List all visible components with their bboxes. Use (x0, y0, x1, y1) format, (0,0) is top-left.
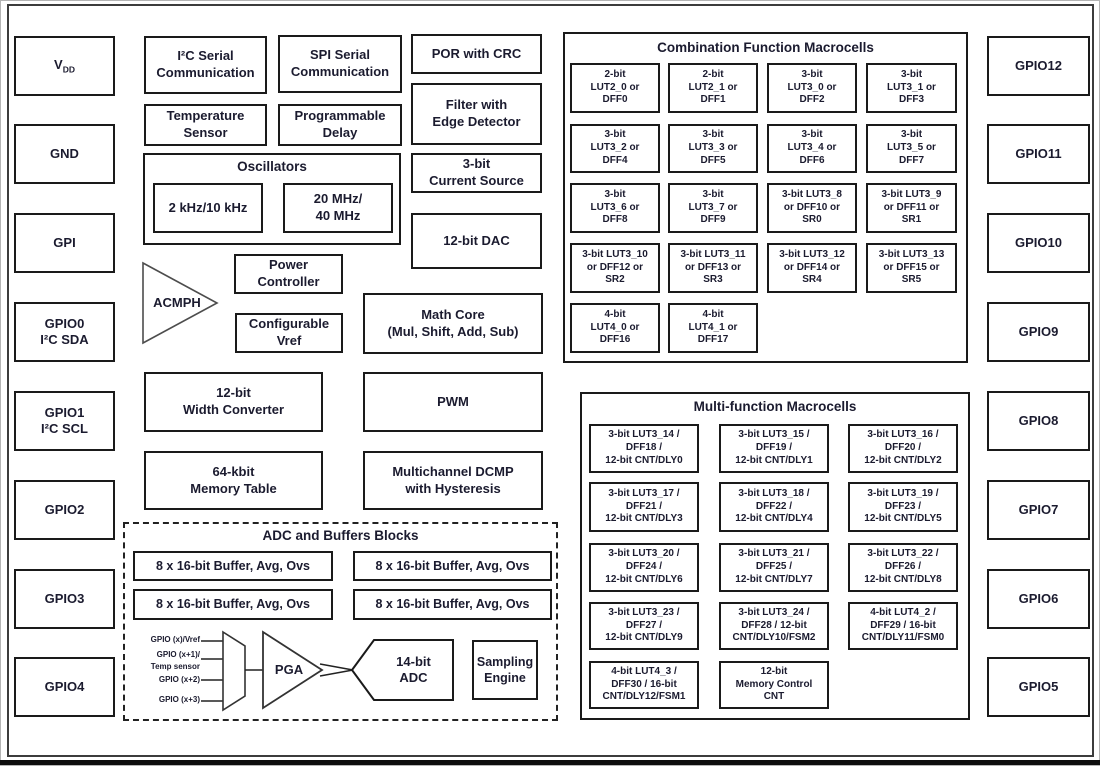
pin-gpio12: GPIO12 (987, 36, 1090, 96)
multi-cell: 3-bit LUT3_15 / DFF19 / 12-bit CNT/DLY1 (719, 424, 829, 473)
block-filter-edge-detector: Filter with Edge Detector (411, 83, 542, 145)
pin-gpi: GPI (14, 213, 115, 273)
pin-vdd-label: V (54, 56, 63, 72)
block-width-converter: 12-bit Width Converter (144, 372, 323, 432)
adc-input-label-x2: GPIO (x+2) (158, 675, 200, 684)
block-configurable-vref: Configurable Vref (235, 313, 343, 353)
acmph-label: ACMPH (153, 295, 201, 310)
comb-cell: 3-bit LUT3_12 or DFF14 or SR4 (767, 243, 857, 293)
pin-gnd: GND (14, 124, 115, 184)
oscillators-title: Oscillators (237, 159, 307, 174)
pin-gpio6: GPIO6 (987, 569, 1090, 629)
diagram-frame (7, 4, 1094, 757)
adc-input-label-x1: GPIO (x+1)/ (156, 650, 200, 659)
block-temperature-sensor: Temperature Sensor (144, 104, 267, 146)
block-programmable-delay: Programmable Delay (278, 104, 402, 146)
block-multichannel-dcmp: Multichannel DCMP with Hysteresis (363, 451, 543, 510)
block-sampling-engine: Sampling Engine (472, 640, 538, 700)
pin-vdd-subscript: DD (62, 64, 75, 75)
pin-gpio4: GPIO4 (14, 657, 115, 717)
pin-gpio10: GPIO10 (987, 213, 1090, 273)
adc-input-label-vref: GPIO (x)/Vref (150, 635, 200, 644)
comb-cell: 3-bit LUT3_4 or DFF6 (767, 124, 857, 173)
multi-cell: 3-bit LUT3_22 / DFF26 / 12-bit CNT/DLY8 (848, 543, 958, 592)
multi-cell: 3-bit LUT3_24 / DFF28 / 12-bit CNT/DLY10… (719, 602, 829, 650)
comb-cell: 3-bit LUT3_10 or DFF12 or SR2 (570, 243, 660, 293)
block-osc-low: 2 kHz/10 kHz (153, 183, 263, 233)
adc-buffers-title: ADC and Buffers Blocks (262, 528, 419, 543)
multi-cell: 3-bit LUT3_14 / DFF18 / 12-bit CNT/DLY0 (589, 424, 699, 473)
pga-label: PGA (274, 662, 304, 677)
pin-gpio9: GPIO9 (987, 302, 1090, 362)
comb-cell: 3-bit LUT3_8 or DFF10 or SR0 (767, 183, 857, 233)
adc-input-label-tempsensor: Temp sensor (150, 662, 200, 671)
comb-cell: 3-bit LUT3_9 or DFF11 or SR1 (866, 183, 957, 233)
block-i2c-serial: I²C Serial Communication (144, 36, 267, 94)
adc-core-label: 14-bit ADC (396, 654, 431, 686)
multi-macrocells-title: Multi-function Macrocells (693, 399, 857, 414)
multi-cell: 3-bit LUT3_18 / DFF22 / 12-bit CNT/DLY4 (719, 482, 829, 532)
block-math-core: Math Core (Mul, Shift, Add, Sub) (363, 293, 543, 354)
block-osc-high: 20 MHz/ 40 MHz (283, 183, 393, 233)
comb-cell: 3-bit LUT3_0 or DFF2 (767, 63, 857, 113)
pin-gpio8: GPIO8 (987, 391, 1090, 451)
bottom-rule (0, 760, 1100, 765)
comb-cell: 3-bit LUT3_5 or DFF7 (866, 124, 957, 173)
block-pwm: PWM (363, 372, 543, 432)
multi-cell: 4-bit LUT4_3 / DFF30 / 16-bit CNT/DLY12/… (589, 661, 699, 709)
block-power-controller: Power Controller (234, 254, 343, 294)
multi-cell: 12-bit Memory Control CNT (719, 661, 829, 709)
block-por-crc: POR with CRC (411, 34, 542, 74)
comb-cell: 4-bit LUT4_1 or DFF17 (668, 303, 758, 353)
buffer-block-2: 8 x 16-bit Buffer, Avg, Ovs (353, 551, 552, 581)
multi-cell: 3-bit LUT3_16 / DFF20 / 12-bit CNT/DLY2 (848, 424, 958, 473)
comb-cell: 2-bit LUT2_1 or DFF1 (668, 63, 758, 113)
pin-gpio3: GPIO3 (14, 569, 115, 629)
block-current-source: 3-bit Current Source (411, 153, 542, 193)
pin-gpio5: GPIO5 (987, 657, 1090, 717)
comb-cell: 3-bit LUT3_13 or DFF15 or SR5 (866, 243, 957, 293)
multi-cell: 4-bit LUT4_2 / DFF29 / 16-bit CNT/DLY11/… (848, 602, 958, 650)
block-memory-table: 64-kbit Memory Table (144, 451, 323, 510)
comb-cell: 3-bit LUT3_3 or DFF5 (668, 124, 758, 173)
comb-macrocells-title: Combination Function Macrocells (657, 40, 874, 55)
comb-cell: 3-bit LUT3_6 or DFF8 (570, 183, 660, 233)
buffer-block-1: 8 x 16-bit Buffer, Avg, Ovs (133, 551, 333, 581)
comb-cell: 3-bit LUT3_1 or DFF3 (866, 63, 957, 113)
buffer-block-3: 8 x 16-bit Buffer, Avg, Ovs (133, 589, 333, 620)
pin-gpio11: GPIO11 (987, 124, 1090, 184)
buffer-block-4: 8 x 16-bit Buffer, Avg, Ovs (353, 589, 552, 620)
comb-cell: 4-bit LUT4_0 or DFF16 (570, 303, 660, 353)
comb-cell: 3-bit LUT3_2 or DFF4 (570, 124, 660, 173)
multi-cell: 3-bit LUT3_17 / DFF21 / 12-bit CNT/DLY3 (589, 482, 699, 532)
comb-cell: 2-bit LUT2_0 or DFF0 (570, 63, 660, 113)
pin-vdd: VDD (14, 36, 115, 96)
pin-gpio2: GPIO2 (14, 480, 115, 540)
multi-cell: 3-bit LUT3_21 / DFF25 / 12-bit CNT/DLY7 (719, 543, 829, 592)
multi-cell: 3-bit LUT3_23 / DFF27 / 12-bit CNT/DLY9 (589, 602, 699, 650)
comb-cell: 3-bit LUT3_11 or DFF13 or SR3 (668, 243, 758, 293)
pin-gpio7: GPIO7 (987, 480, 1090, 540)
comb-cell: 3-bit LUT3_7 or DFF9 (668, 183, 758, 233)
multi-cell: 3-bit LUT3_20 / DFF24 / 12-bit CNT/DLY6 (589, 543, 699, 592)
block-spi-serial: SPI Serial Communication (278, 35, 402, 93)
multi-cell: 3-bit LUT3_19 / DFF23 / 12-bit CNT/DLY5 (848, 482, 958, 532)
adc-input-label-x3: GPIO (x+3) (158, 695, 200, 704)
block-12bit-dac: 12-bit DAC (411, 213, 542, 269)
